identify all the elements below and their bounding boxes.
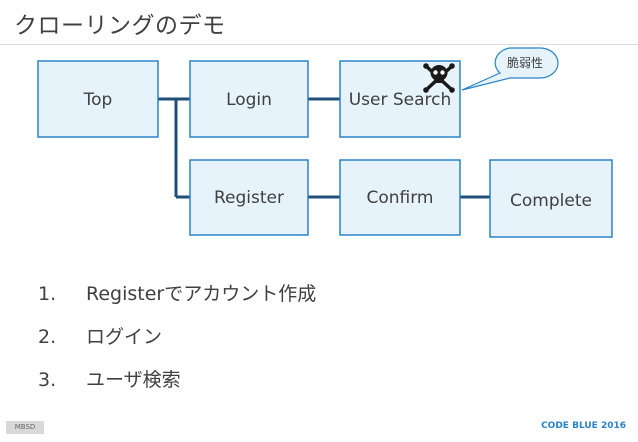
node-register: Register [189,159,309,236]
node-register-label: Register [214,188,284,208]
node-login-label: Login [226,90,272,110]
node-top: Top [37,60,159,138]
node-top-label: Top [83,90,113,110]
skull-crossbones-icon [423,63,455,93]
step-text: ユーザ検索 [86,369,181,391]
list-item: 2. ログイン [38,318,316,361]
step-text: ログイン [86,326,163,348]
step-number: 2. [38,326,57,348]
footer-event-name: CODE BLUE 2016 [541,421,626,431]
page-title: クローリングのデモ [14,13,226,39]
node-confirm: Confirm [339,159,461,236]
list-item: 3. ユーザ検索 [38,361,316,404]
node-login: Login [189,60,309,138]
vulnerability-callout: 脆弱性 [461,47,559,91]
step-text: Registerでアカウント作成 [86,283,317,305]
title-divider [0,44,638,45]
node-user-search-label: User Search [349,90,452,110]
node-confirm-label: Confirm [366,188,433,208]
node-complete-label: Complete [510,191,592,211]
step-list: 1. Registerでアカウント作成 2. ログイン 3. ユーザ検索 [38,275,316,404]
step-number: 1. [38,283,57,305]
footer-logo: MBSD [6,421,44,434]
node-complete: Complete [489,159,613,238]
vulnerability-callout-label: 脆弱性 [507,55,543,70]
list-item: 1. Registerでアカウント作成 [38,275,316,318]
step-number: 3. [38,369,57,391]
